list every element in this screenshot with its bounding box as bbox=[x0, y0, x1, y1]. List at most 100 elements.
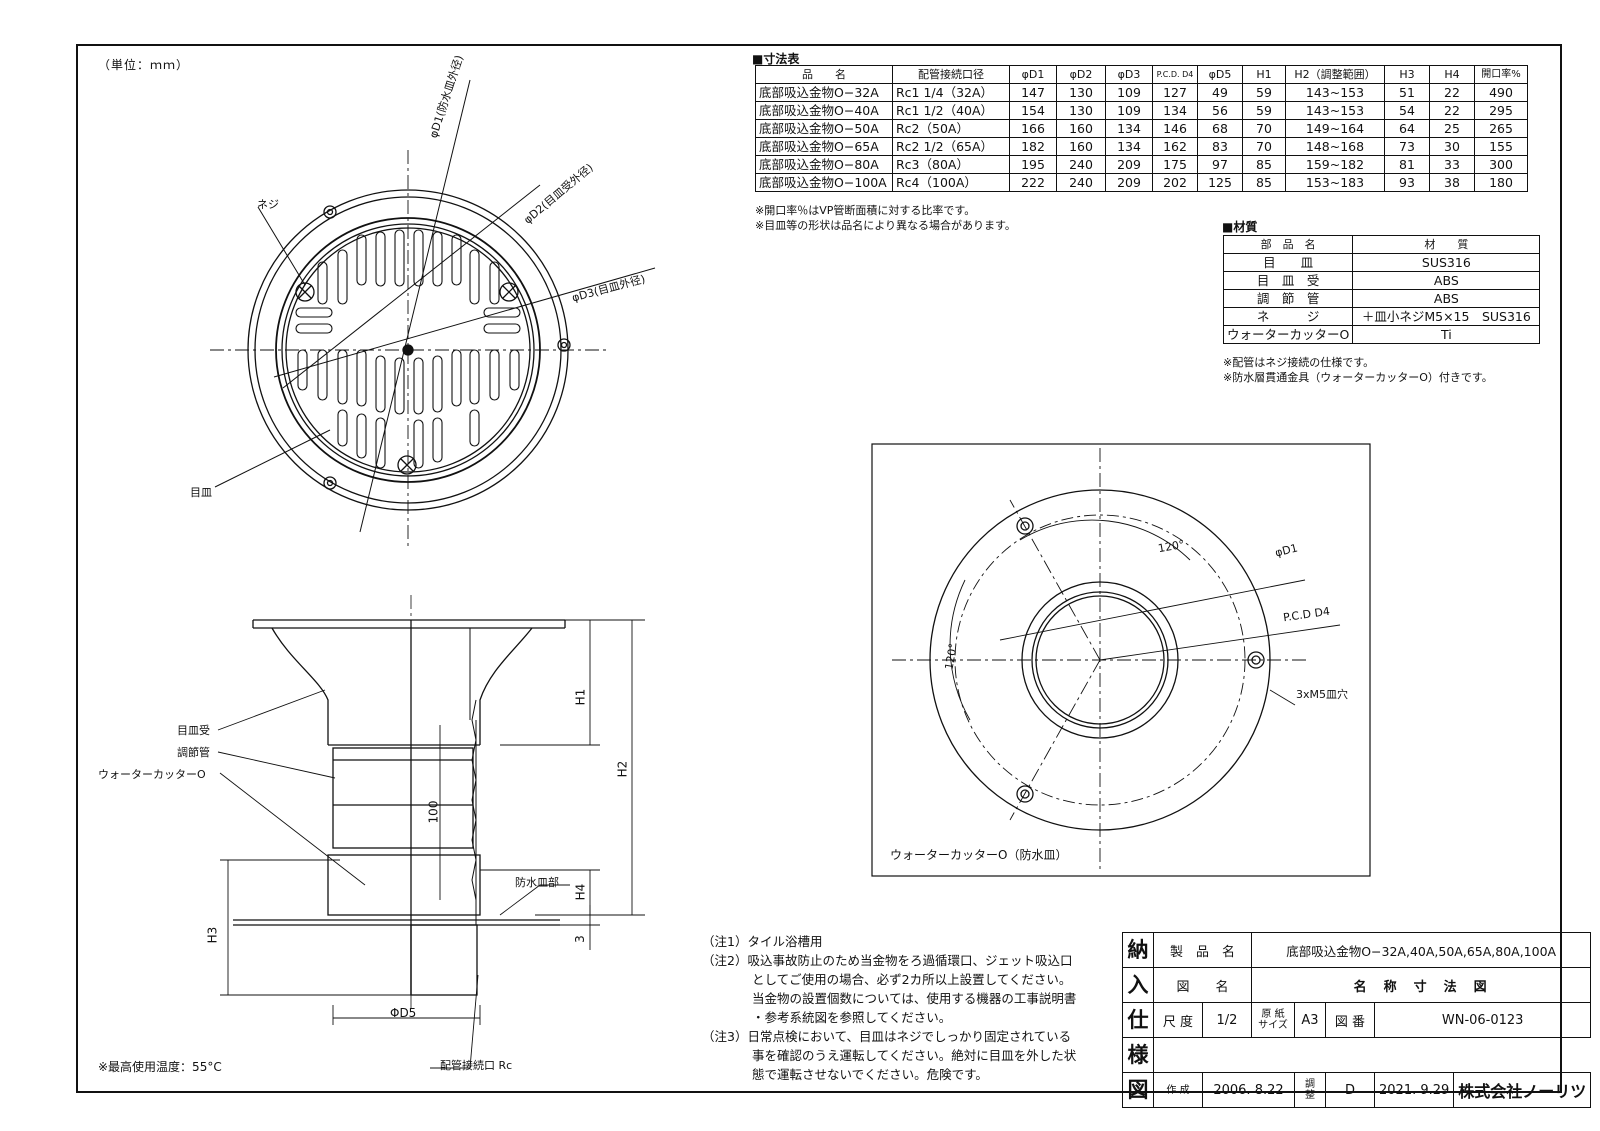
number-label: 図 番 bbox=[1325, 1002, 1375, 1038]
label-d5: ΦD5 bbox=[390, 1006, 417, 1020]
label-h2: H2 bbox=[615, 760, 630, 778]
cell: 175 bbox=[1152, 155, 1198, 174]
label-caption: ウォーターカッターO（防水皿） bbox=[890, 848, 1068, 862]
label-h1: H1 bbox=[573, 688, 588, 706]
paper-label: 原 紙 サイズ bbox=[1251, 1002, 1295, 1038]
cell: 22 bbox=[1429, 83, 1475, 102]
bottom-view bbox=[871, 443, 1371, 877]
cell: 70 bbox=[1242, 137, 1286, 156]
scale-label: 尺 度 bbox=[1153, 1002, 1203, 1038]
cell: 85 bbox=[1242, 173, 1286, 192]
side-char: 入 bbox=[1122, 967, 1154, 1003]
cell: 底部吸込金物O−80A bbox=[755, 155, 893, 174]
note-line: ※開口率％はVP管断面積に対する比率です。 bbox=[755, 204, 976, 217]
cell: 490 bbox=[1474, 83, 1528, 102]
cell: 49 bbox=[1197, 83, 1243, 102]
cell: 182 bbox=[1009, 137, 1057, 156]
unit-label: （単位：ｍｍ） bbox=[98, 58, 190, 72]
cell: 166 bbox=[1009, 119, 1057, 138]
cell: ネ ジ bbox=[1222, 307, 1354, 326]
cell: 127 bbox=[1152, 83, 1198, 102]
paper-value: A3 bbox=[1294, 1002, 1326, 1038]
cell: ABS bbox=[1352, 271, 1541, 290]
scale-value: 1/2 bbox=[1202, 1002, 1252, 1038]
cell: 51 bbox=[1384, 83, 1430, 102]
side-char: 図 bbox=[1122, 1072, 1154, 1108]
cell: 底部吸込金物O−100A bbox=[755, 173, 893, 192]
product-value: 底部吸込金物O−32A,40A,50A,65A,80A,100A bbox=[1250, 932, 1592, 968]
cell: 160 bbox=[1056, 137, 1106, 156]
footnote-line: 当金物の設置個数については、使用する機器の工事説明書 bbox=[702, 991, 1077, 1006]
col-header: 開口率% bbox=[1474, 65, 1528, 84]
footnote-line: としてご使用の場合、必ず2カ所以上設置してください。 bbox=[702, 972, 1072, 987]
cell: Rc1 1/4（32A） bbox=[892, 83, 1010, 102]
revised-value: 2021. 9.29 bbox=[1373, 1072, 1455, 1108]
footnote-line: 態で運転させないでください。危険です。 bbox=[702, 1067, 988, 1082]
table-header-row: 品 名 配管接続口径 φD1 φD2 φD3 P.C.D. D4 φD5 H1 … bbox=[755, 65, 1528, 84]
col-header: φD2 bbox=[1056, 65, 1106, 84]
cell: 153~183 bbox=[1285, 173, 1385, 192]
col-header: 品 名 bbox=[755, 65, 893, 84]
footnote-line: （注2）吸込事故防止のため当金物をろ過循環口、ジェット吸込口 bbox=[702, 953, 1073, 968]
cell: 202 bbox=[1152, 173, 1198, 192]
cell: 38 bbox=[1429, 173, 1475, 192]
dimension-notes: ※開口率％はVP管断面積に対する比率です。 ※目皿等の形状は品名により異なる場合… bbox=[755, 203, 1016, 233]
col-header: H4 bbox=[1429, 65, 1475, 84]
cell: 目 皿 bbox=[1222, 253, 1354, 272]
cell: 160 bbox=[1056, 119, 1106, 138]
dimension-table: 品 名 配管接続口径 φD1 φD2 φD3 P.C.D. D4 φD5 H1 … bbox=[755, 65, 1528, 192]
cell: 295 bbox=[1474, 101, 1528, 120]
cell: 底部吸込金物O−65A bbox=[755, 137, 893, 156]
cell: 195 bbox=[1009, 155, 1057, 174]
side-char: 様 bbox=[1122, 1037, 1154, 1073]
cell: 底部吸込金物O−32A bbox=[755, 83, 893, 102]
cell: 265 bbox=[1474, 119, 1528, 138]
label-h4: H4 bbox=[573, 883, 588, 901]
label-water-cutter: ウォーターカッターO bbox=[98, 768, 206, 781]
cell: 54 bbox=[1384, 101, 1430, 120]
cell: 81 bbox=[1384, 155, 1430, 174]
cell: 125 bbox=[1197, 173, 1243, 192]
cell: 底部吸込金物O−40A bbox=[755, 101, 893, 120]
screw-heads bbox=[295, 205, 571, 490]
cell: 底部吸込金物O−50A bbox=[755, 119, 893, 138]
cell: 300 bbox=[1474, 155, 1528, 174]
cell: 154 bbox=[1009, 101, 1057, 120]
cell: 180 bbox=[1474, 173, 1528, 192]
drawing-frame bbox=[76, 44, 1562, 1093]
cell: 59 bbox=[1242, 101, 1286, 120]
cell: 30 bbox=[1429, 137, 1475, 156]
top-view bbox=[210, 79, 656, 550]
material-notes: ※配管はネジ接続の仕様です。 ※防水層貫通金具（ウォーターカッターO）付きです。 bbox=[1223, 355, 1493, 385]
cell: 22 bbox=[1429, 101, 1475, 120]
title-block: 納 製 品 名 底部吸込金物O−32A,40A,50A,65A,80A,100A… bbox=[1122, 932, 1592, 1108]
note-line: ※防水層貫通金具（ウォーターカッターO）付きです。 bbox=[1223, 371, 1493, 384]
note-line: ※目皿等の形状は品名により異なる場合があります。 bbox=[755, 219, 1016, 232]
col-header: H2（調整範囲） bbox=[1285, 65, 1385, 84]
cell: Ti bbox=[1352, 325, 1541, 344]
section-view bbox=[217, 595, 645, 1069]
label-holes: 3xM5皿穴 bbox=[1296, 688, 1348, 701]
dimension-table-title: ■寸法表 bbox=[752, 52, 800, 66]
bottom-view-box bbox=[871, 443, 1371, 877]
cell: 209 bbox=[1105, 173, 1153, 192]
cell: 222 bbox=[1009, 173, 1057, 192]
cell: 134 bbox=[1105, 137, 1153, 156]
note-line: ※配管はネジ接続の仕様です。 bbox=[1223, 356, 1375, 369]
label-waterproof-part: 防水皿部 bbox=[515, 876, 559, 889]
col-header: φD3 bbox=[1105, 65, 1153, 84]
company-name: 株式会社ノーリツ bbox=[1453, 1072, 1592, 1108]
label-adjust-pipe: 調節管 bbox=[177, 746, 210, 759]
cell: 134 bbox=[1105, 119, 1153, 138]
cell: 109 bbox=[1105, 83, 1153, 102]
product-label: 製 品 名 bbox=[1153, 932, 1252, 968]
cell: 97 bbox=[1197, 155, 1243, 174]
